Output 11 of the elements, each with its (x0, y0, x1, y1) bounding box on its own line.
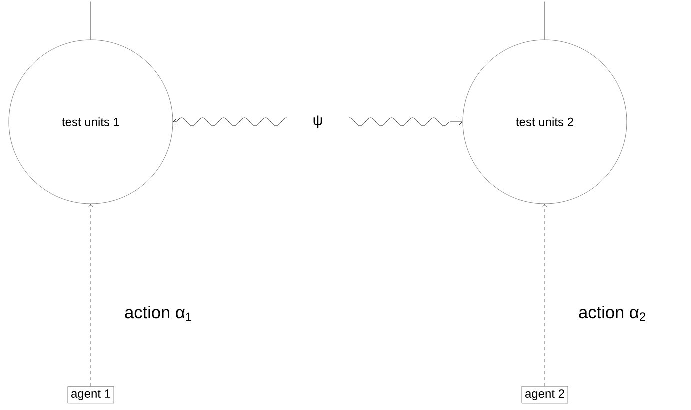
edge-label: action α$_{2}$ (579, 306, 646, 322)
line (90, 2, 92, 40)
agent-box: agent 1 (68, 386, 114, 404)
dashed-arrow (88, 204, 94, 387)
dashed-arrow (542, 204, 548, 387)
line (544, 2, 546, 40)
edge-label: ψ (286, 112, 350, 132)
circle-node: test units 2 (462, 40, 628, 204)
circle-node: test units 1 (8, 40, 174, 204)
edge-label: action α$_{1}$ (125, 306, 192, 322)
agent-box: agent 2 (522, 386, 568, 404)
